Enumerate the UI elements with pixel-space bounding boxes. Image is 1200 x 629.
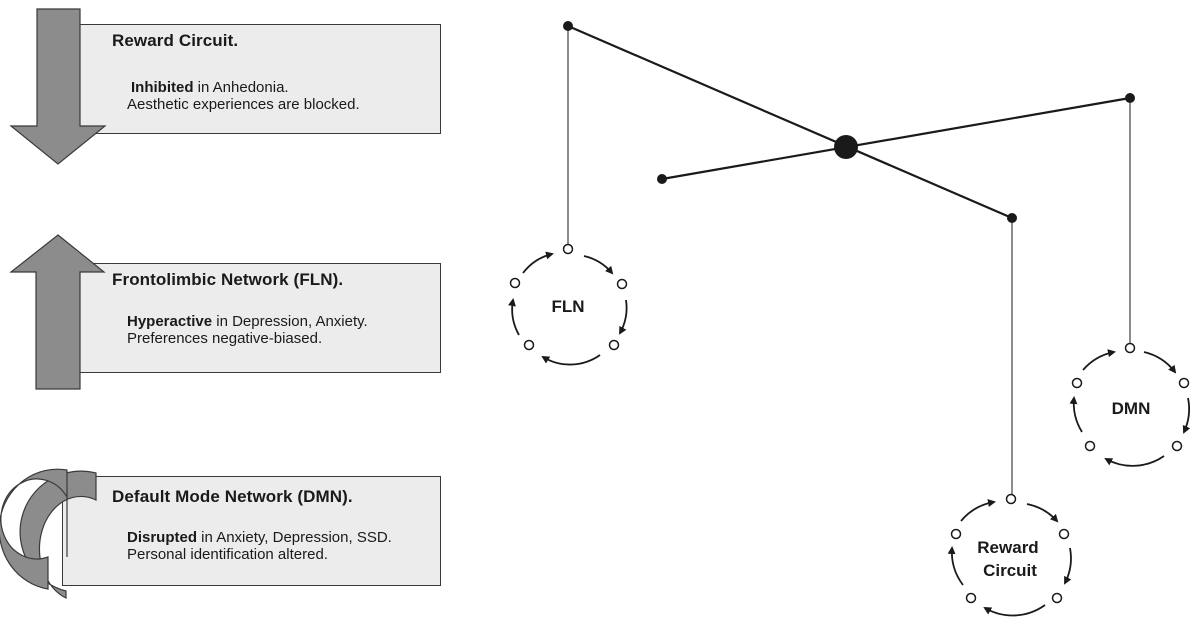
dmn-status: Disrupted in Anxiety, Depression, SSD. (127, 529, 392, 546)
up-arrow-icon (9, 234, 106, 390)
broken-ring-fill (0, 468, 68, 590)
reward-cycle (947, 499, 1072, 617)
fln-status-rest: in Depression, Anxiety. (212, 313, 368, 330)
fln-title: Frontolimbic Network (FLN). (112, 270, 344, 289)
dmn-title: Default Mode Network (DMN). (112, 487, 353, 506)
dmn-node (1084, 440, 1096, 452)
dmn-cycle (1069, 349, 1191, 467)
reward-node (1058, 528, 1070, 540)
dmn-node (1071, 377, 1083, 389)
fln-node (509, 277, 521, 289)
dmn-effect: Personal identification altered. (127, 546, 328, 563)
dmn-nodes (1071, 342, 1190, 452)
dmn-node (1178, 377, 1190, 389)
reward-circuit-title: Reward Circuit. (112, 31, 239, 50)
fln-nodes (509, 243, 628, 351)
reward-circuit-status-rest: in Anhedonia. (193, 79, 289, 96)
mobile-joint-lower (1007, 213, 1017, 223)
fln-node (523, 339, 535, 351)
dmn-node (1124, 342, 1136, 354)
reward-node (1051, 592, 1063, 604)
down-arrow-icon (9, 8, 107, 165)
reward-node (1005, 493, 1017, 505)
reward-nodes (950, 493, 1070, 604)
fln-cycle (507, 251, 628, 366)
reward-circuit-status-word: Inhibited (131, 79, 194, 96)
reward-node (950, 528, 962, 540)
fln-label: FLN (551, 297, 584, 316)
dmn-status-rest: in Anxiety, Depression, SSD. (197, 529, 392, 546)
fln-status: Hyperactive in Depression, Anxiety. (127, 313, 368, 330)
reward-node (965, 592, 977, 604)
mobile-bar-cross (661, 96, 1131, 181)
fln-legend-box (62, 263, 441, 373)
fln-node (608, 339, 620, 351)
mobile-bar-main (567, 24, 1013, 220)
dmn-node (1171, 440, 1183, 452)
dmn-status-word: Disrupted (127, 529, 198, 546)
reward-circuit-effect: Aesthetic experiences are blocked. (127, 96, 360, 113)
reward-label-line1: Reward (977, 538, 1038, 557)
fln-status-word: Hyperactive (127, 313, 213, 330)
mobile-joint-left (657, 174, 667, 184)
reward-label-line2: Circuit (983, 561, 1037, 580)
dmn-label: DMN (1112, 399, 1151, 418)
mobile-pivot (834, 135, 858, 159)
dmn-legend-box (62, 476, 441, 586)
fln-node (616, 278, 628, 290)
mobile-joint-right (1125, 93, 1135, 103)
fln-effect: Preferences negative-biased. (127, 330, 323, 347)
mobile-joint-top-left (563, 21, 573, 31)
fln-node (562, 243, 574, 255)
reward-circuit-status: Inhibited in Anhedonia. (131, 79, 289, 96)
reward-circuit-legend-box (62, 24, 441, 134)
